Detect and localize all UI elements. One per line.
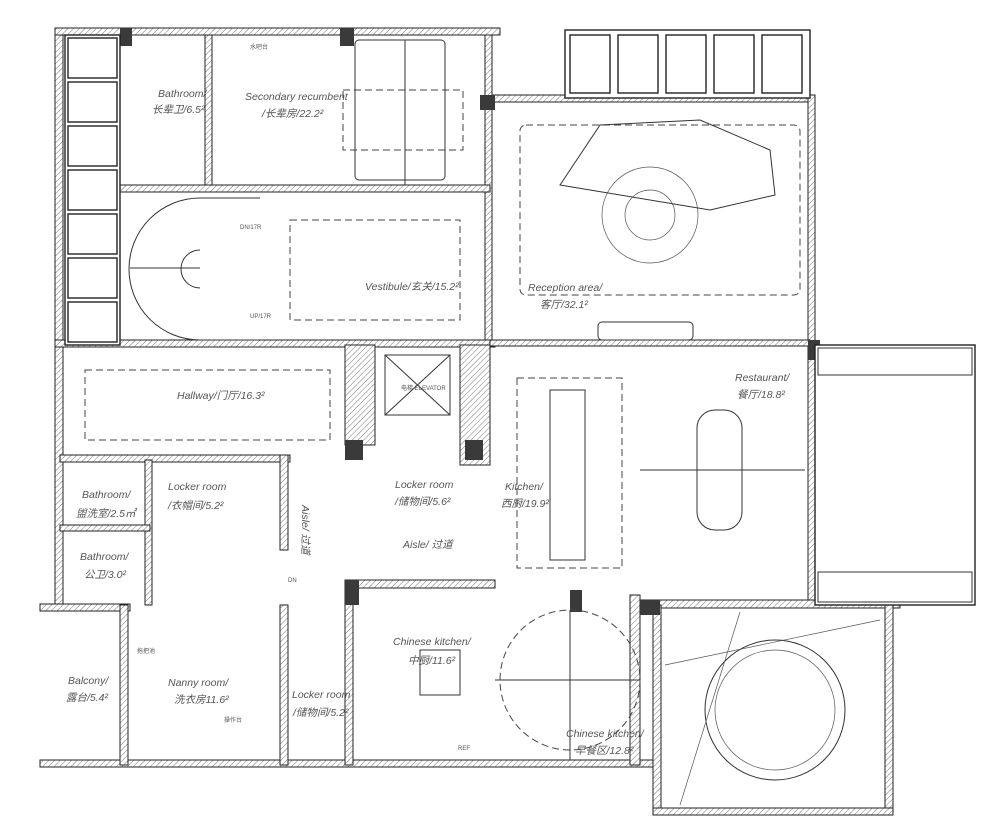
label-aisle: Aisle/ 过道	[402, 539, 454, 551]
exterior-walls	[39, 27, 901, 816]
label-locker-storage2-cn: /储物间/5.2²	[292, 707, 349, 719]
label-balcony-cn: 露台/5.4²	[66, 692, 109, 704]
room-labels: Bathroom/ 长辈卫/6.5² Secondary recumbent /…	[66, 88, 790, 757]
planter-right	[814, 344, 976, 606]
label-secondary-bedroom-cn: /长辈房/22.2²	[261, 108, 324, 120]
tv-console	[597, 321, 694, 341]
label-aisle-vertical: Aisle/ 过道	[299, 504, 311, 556]
label-bathroom-public: Bathroom/	[80, 551, 130, 563]
label-bathroom-wash: Bathroom/	[82, 489, 132, 501]
label-locker-cloak-cn: /衣帽间/5.2²	[167, 500, 224, 512]
annotation-dn: DN	[288, 578, 297, 584]
bed	[342, 39, 464, 185]
label-reception-cn: 客厅/32.1²	[540, 299, 588, 311]
kitchen-island	[516, 377, 623, 569]
label-locker-storage2: Locker room	[292, 689, 351, 701]
label-kitchen-cn: 西厨/19.9²	[501, 498, 549, 510]
elevator	[384, 354, 451, 416]
label-secondary-bedroom: Secondary recumbent	[245, 91, 349, 103]
label-balcony: Balcony/	[68, 675, 109, 687]
dining-table	[640, 409, 805, 531]
annotation-ref: REF	[458, 746, 470, 752]
label-bathroom-elder-cn: 长辈卫/6.5²	[152, 104, 205, 116]
label-vestibule: Vestibule/玄关/15.2²	[365, 281, 459, 293]
label-nanny: Nanny room/	[168, 677, 229, 689]
label-nanny-cn: 洗衣房11.6²	[174, 694, 229, 706]
breakfast-table	[495, 609, 641, 760]
annotations: 水吧台 电梯 ELEVATOR DN/17R UP/17R DN 拖把池 操作台…	[137, 43, 470, 752]
label-bathroom-public-cn: 公卫/3.0²	[84, 569, 127, 581]
annotation-stair-up: UP/17R	[250, 314, 272, 320]
annotation-elevator: 电梯 ELEVATOR	[401, 384, 446, 392]
label-bathroom-elder: Bathroom/	[158, 88, 208, 100]
annotation-water-bar: 水吧台	[250, 43, 268, 51]
annotation-mop-sink: 拖把池	[137, 647, 155, 655]
label-restaurant-cn: 餐厅/18.8²	[737, 389, 785, 401]
label-chinese-kitchen: Chinese kitchen/	[393, 636, 472, 648]
annotation-stair-down: DN/17R	[240, 225, 262, 231]
window-panels-left	[64, 34, 121, 346]
window-panels-top	[564, 29, 811, 99]
hallway-rug	[84, 369, 331, 441]
label-hallway: Hallway/门厅/16.3²	[177, 390, 265, 402]
chinese-kitchen-counter	[419, 649, 461, 696]
label-breakfast-cn: 早餐区/12.8²	[575, 745, 634, 757]
vestibule-rug	[289, 219, 461, 321]
label-kitchen: Kitchen/	[505, 481, 544, 493]
annotation-counter: 操作台	[224, 716, 242, 724]
label-bathroom-wash-cn: 盥洗室/2.5㎡	[76, 507, 138, 520]
sofa-set	[519, 119, 801, 296]
label-locker-storage-cn: /储物间/5.6²	[394, 496, 451, 508]
staircase	[128, 197, 260, 341]
label-restaurant: Restaurant/	[735, 372, 790, 384]
label-reception: Reception area/	[528, 282, 603, 294]
label-breakfast: Chinese kitchen/	[566, 728, 645, 740]
courtyard-tree	[664, 611, 881, 806]
label-locker-cloak: Locker room	[168, 481, 227, 493]
label-locker-storage: Locker room	[395, 479, 454, 491]
label-chinese-kitchen-cn: 中厨/11.6²	[408, 655, 456, 667]
